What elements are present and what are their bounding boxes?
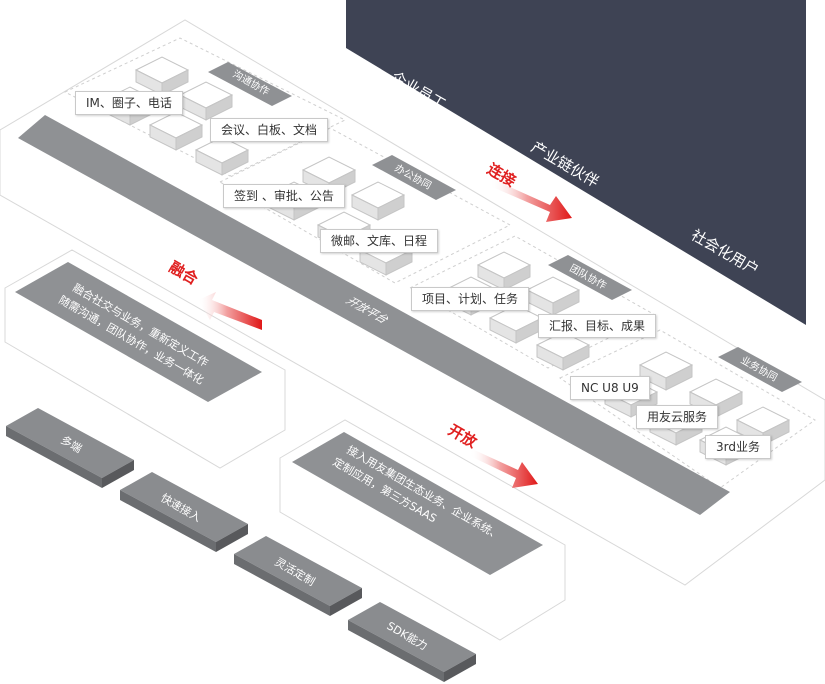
label-checkin-approval-notice: 签到 、审批、公告 bbox=[223, 184, 345, 208]
group-area-business bbox=[559, 329, 816, 489]
capability-block-flexible-custom: 灵活定制 bbox=[234, 536, 362, 616]
label-report-goal-result: 汇报、目标、成果 bbox=[538, 314, 657, 338]
label-3rd-business: 3rd业务 bbox=[705, 435, 771, 459]
label-meeting-whiteboard-docs: 会议、白板、文档 bbox=[210, 118, 329, 142]
capability-block-sdk: SDK能力 bbox=[348, 602, 476, 682]
label-nc-u8-u9: NC U8 U9 bbox=[570, 376, 650, 400]
capability-block-fast-access: 快速接入 bbox=[120, 472, 248, 552]
label-im-circle-phone: IM、圈子、电话 bbox=[75, 91, 183, 115]
platform-bar bbox=[18, 115, 730, 515]
label-yonyou-cloud: 用友云服务 bbox=[636, 405, 719, 429]
label-mail-library-schedule: 微邮、文库、日程 bbox=[320, 229, 439, 253]
user-panel bbox=[346, 0, 806, 325]
label-project-plan-task: 项目、计划、任务 bbox=[411, 287, 530, 311]
capability-block-multi-device: 多端 bbox=[6, 408, 134, 488]
fuse-panel bbox=[15, 262, 262, 402]
open-panel bbox=[292, 432, 543, 575]
